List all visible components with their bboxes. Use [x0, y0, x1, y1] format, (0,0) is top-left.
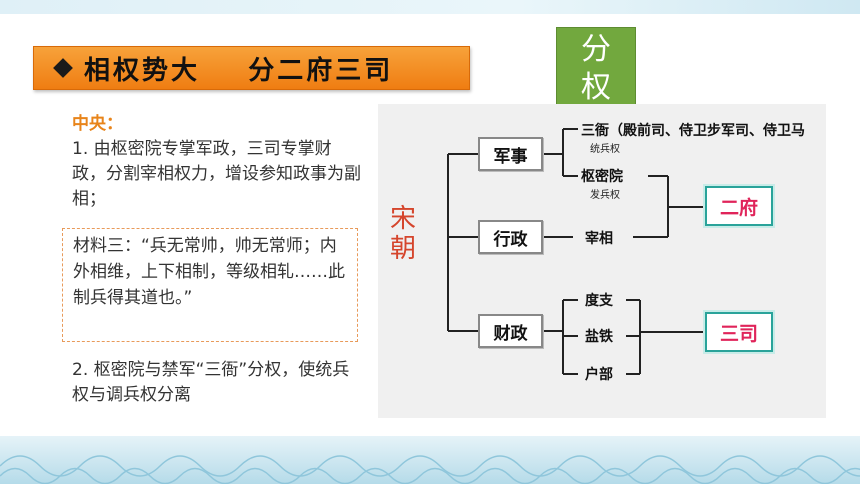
fenquan-badge-text: 分权 [581, 32, 611, 105]
group-erfu: 二府 [705, 186, 773, 226]
song-dynasty-label: 宋朝 [389, 204, 416, 264]
note-dispatch-power: 发兵权 [590, 190, 620, 201]
branch-administration: 行政 [478, 220, 543, 254]
leaf-chancellor: 宰相 [585, 231, 613, 247]
branch-military: 军事 [478, 137, 543, 171]
section-label: 中央： [72, 114, 123, 134]
quote-box: 材料三：“兵无常帅，帅无常师；内外相维，上下相制，等级相轧……此制兵得其道也。” [62, 228, 358, 342]
branch-finance: 财政 [478, 314, 543, 348]
wave-footer-decoration [0, 436, 860, 485]
wave-pattern [0, 455, 860, 485]
title-banner: 相权势大 分二府三司 [33, 46, 470, 90]
slide-title: 相权势大 分二府三司 [84, 55, 394, 86]
fenquan-badge: 分权 [556, 27, 636, 111]
note-command-power: 统兵权 [590, 144, 620, 155]
point-2: 2. 枢密院与禁军“三衙”分权，使统兵权与调兵权分离 [72, 360, 350, 405]
leaf-hubu: 户部 [585, 367, 613, 383]
quote-text: 材料三：“兵无常帅，帅无常师；内外相维，上下相制，等级相轧……此制兵得其道也。” [73, 236, 345, 308]
diamond-bullet-icon [53, 58, 73, 78]
left-text-block: 中央： 1. 由枢密院专掌军政，三司专掌财政，分割宰相权力，增设参知政事为副相； [72, 112, 362, 212]
leaf-duzhi: 度支 [585, 293, 613, 309]
leaf-sanya: 三衙（殿前司、侍卫步军司、侍卫马 [581, 123, 805, 139]
structure-diagram: 宋朝 军事 行政 财政 三衙（殿前司、侍卫步军司、侍卫马 统兵权 枢密院 发兵权… [378, 104, 826, 418]
point-1: 1. 由枢密院专掌军政，三司专掌财政，分割宰相权力，增设参知政事为副相； [72, 139, 361, 209]
leaf-yantie: 盐铁 [585, 329, 613, 345]
leaf-shumiyuan: 枢密院 [581, 169, 623, 185]
top-decoration-band [0, 0, 860, 14]
diagram-connectors [447, 128, 703, 375]
group-sansi: 三司 [705, 312, 773, 352]
